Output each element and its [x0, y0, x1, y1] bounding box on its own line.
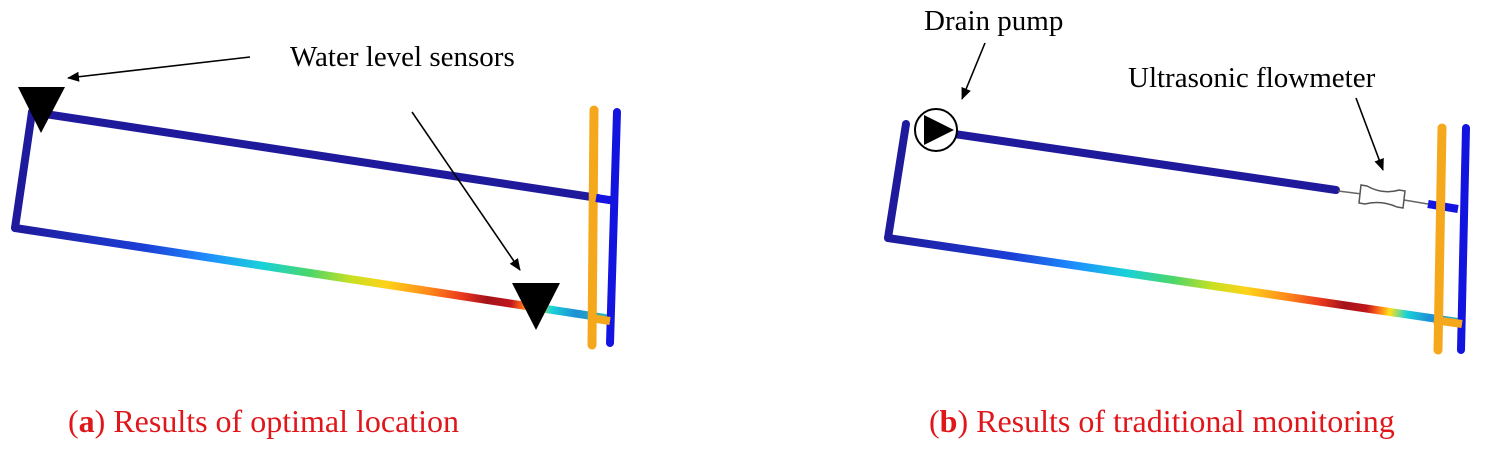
- pipe-upper: [28, 108, 602, 202]
- ultrasonic-flowmeter-icon: [1337, 184, 1429, 209]
- pipe-orange-vertical: [1433, 123, 1447, 355]
- panel-a: Water level sensors (a) Results of optim…: [11, 41, 621, 439]
- drain-pump-icon: [914, 108, 958, 152]
- pipe-connector-upper: [595, 194, 617, 205]
- caption-a: (a) Results of optimal location: [68, 403, 459, 439]
- pipe-lower-heatmap: [884, 234, 1462, 326]
- arrow-to-sensor-1: [67, 56, 251, 82]
- arrow-to-flowmeter: [1355, 97, 1384, 171]
- caption-a-text: Results of optimal location: [113, 403, 459, 439]
- pipe-left: [884, 120, 910, 242]
- panel-b: Drain pump Ultrasonic flowmeter (b) Resu…: [884, 5, 1470, 439]
- water-level-sensor-2: [512, 283, 560, 330]
- pipe-blue-vertical: [1457, 124, 1470, 354]
- caption-a-letter: a: [79, 403, 95, 439]
- caption-b-letter: b: [940, 403, 958, 439]
- caption-b-text: Results of traditional monitoring: [976, 403, 1395, 439]
- pipe-upper: [930, 127, 1340, 194]
- annotation-water-level-sensors: Water level sensors: [290, 41, 515, 73]
- pipe-orange-vertical: [587, 105, 599, 350]
- pipe-left: [11, 108, 36, 232]
- water-level-sensor-1: [18, 87, 65, 133]
- annotation-ultrasonic-flowmeter: Ultrasonic flowmeter: [1128, 62, 1376, 94]
- pipe-connector-lower: [589, 314, 611, 325]
- arrow-to-sensor-2: [411, 111, 521, 271]
- arrow-to-drain-pump: [961, 42, 986, 100]
- caption-b: (b) Results of traditional monitoring: [929, 403, 1395, 439]
- pipe-lower-heatmap: [11, 224, 609, 322]
- annotation-drain-pump: Drain pump: [924, 5, 1063, 37]
- pipe-connector-lower: [1433, 316, 1463, 328]
- pipe-blue-vertical: [606, 108, 621, 347]
